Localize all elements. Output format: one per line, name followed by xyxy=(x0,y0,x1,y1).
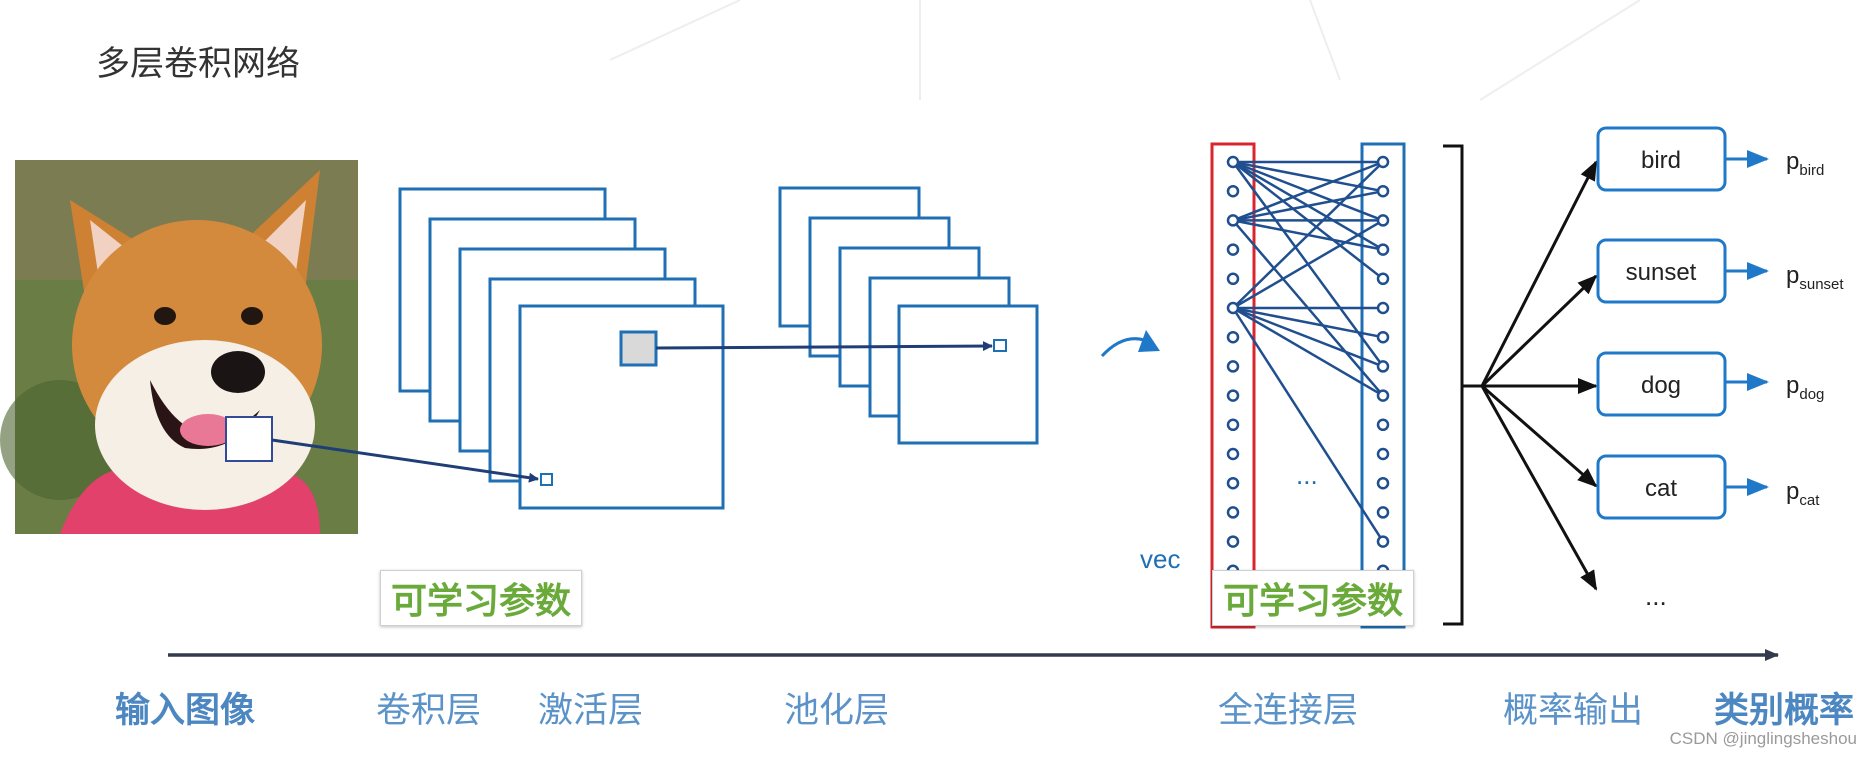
fc-output-node xyxy=(1376,506,1390,519)
fc-input-nodes xyxy=(1226,155,1240,578)
fc-input-node xyxy=(1226,214,1240,227)
prob-subscript: sunset xyxy=(1799,276,1844,293)
fc-input-node xyxy=(1226,360,1240,373)
fc-connections xyxy=(1231,160,1385,543)
dog-photo xyxy=(0,160,358,534)
watermark: CSDN @jinglingsheshou xyxy=(1669,729,1857,748)
fc-input-node xyxy=(1226,184,1240,198)
prob-subscript: cat xyxy=(1799,492,1820,509)
fc-output-node xyxy=(1376,155,1390,169)
svg-text:psunset: psunset xyxy=(1786,262,1844,293)
pool-feature-maps xyxy=(778,186,1039,445)
fc-input-node xyxy=(1226,476,1240,490)
prob-label: p xyxy=(1786,262,1799,289)
conv-feature-maps xyxy=(398,187,725,510)
class-label: dog xyxy=(1641,372,1681,399)
fc-output-node xyxy=(1376,330,1390,344)
svg-text:pcat: pcat xyxy=(1786,478,1820,509)
learnable-params-box-fc: 可学习参数 xyxy=(1212,570,1415,626)
conv-patch xyxy=(619,330,658,367)
class-label: sunset xyxy=(1626,259,1697,286)
fc-input-node xyxy=(1226,535,1240,548)
stage-prob-output: 概率输出 xyxy=(1503,691,1644,731)
class-label: cat xyxy=(1645,475,1677,502)
fc-output-node xyxy=(1376,184,1390,198)
svg-text:pdog: pdog xyxy=(1786,372,1824,403)
fc-connection xyxy=(1232,306,1384,339)
fc-ellipsis: ... xyxy=(1296,460,1318,490)
class-box-cat: cat pcat xyxy=(1596,454,1820,520)
fc-connection xyxy=(1232,189,1384,222)
fc-input-node xyxy=(1226,506,1240,519)
stage-fc-layer: 全连接层 xyxy=(1218,691,1359,731)
prob-subscript: bird xyxy=(1799,162,1824,179)
fc-output-node xyxy=(1376,389,1390,402)
fc-input-node xyxy=(1226,389,1240,402)
prob-label: p xyxy=(1786,478,1799,505)
svg-text:pbird: pbird xyxy=(1786,148,1824,179)
fc-output-node xyxy=(1376,243,1390,256)
stage-conv-layer: 卷积层 xyxy=(376,691,482,731)
background-lines xyxy=(609,0,1641,101)
fc-output-node xyxy=(1376,418,1390,432)
prob-subscript: dog xyxy=(1799,386,1824,403)
fc-output-nodes xyxy=(1376,155,1390,578)
page-title: 多层卷积网络 xyxy=(96,44,300,84)
output-bracket xyxy=(1443,144,1464,626)
more-classes-ellipsis: ... xyxy=(1645,581,1667,611)
prob-label: p xyxy=(1786,372,1799,399)
fc-input-node xyxy=(1226,418,1240,432)
conv-to-pool-arrow xyxy=(655,341,993,352)
stage-class-prob: 类别概率 xyxy=(1714,691,1855,731)
class-box-dog: dog pdog xyxy=(1596,351,1824,417)
fc-output-node xyxy=(1376,272,1390,286)
fc-output-node xyxy=(1376,301,1390,315)
fc-input-node xyxy=(1226,447,1240,461)
fc-connection xyxy=(1232,161,1384,309)
image-to-conv-arrow xyxy=(271,438,539,483)
fc-connection xyxy=(1231,307,1385,543)
fc-output-column xyxy=(1360,142,1406,629)
stage-input-image: 输入图像 xyxy=(115,691,256,731)
class-label: bird xyxy=(1641,147,1681,174)
conv-target-pixel xyxy=(540,473,553,486)
fc-output-node xyxy=(1376,214,1390,227)
fc-output-node xyxy=(1376,447,1390,461)
fc-input-node xyxy=(1226,272,1240,286)
fc-connection xyxy=(1232,160,1384,222)
fc-output-node xyxy=(1376,535,1390,548)
fc-connection xyxy=(1232,306,1384,397)
fc-output-node xyxy=(1376,476,1390,490)
fc-connection xyxy=(1232,306,1384,368)
class-box-sunset: sunset psunset xyxy=(1596,238,1844,304)
learnable-params-box-conv: 可学习参数 xyxy=(380,570,583,626)
vec-label: vec xyxy=(1140,544,1180,574)
stage-pool-layer: 池化层 xyxy=(784,691,890,731)
class-box-bird: bird pbird xyxy=(1596,126,1824,192)
pool-target-pixel xyxy=(993,339,1007,352)
fc-input-node xyxy=(1226,330,1240,344)
stage-activation-layer: 激活层 xyxy=(538,691,644,731)
fc-output-node xyxy=(1376,360,1390,373)
fc-input-node xyxy=(1226,155,1240,169)
fc-connection xyxy=(1232,219,1384,310)
prob-label: p xyxy=(1786,148,1799,175)
class-fan-arrows xyxy=(1462,160,1598,591)
fc-layer xyxy=(1210,142,1406,629)
fc-input-column xyxy=(1210,142,1256,629)
fc-input-node xyxy=(1226,243,1240,256)
fc-input-node xyxy=(1226,301,1240,315)
